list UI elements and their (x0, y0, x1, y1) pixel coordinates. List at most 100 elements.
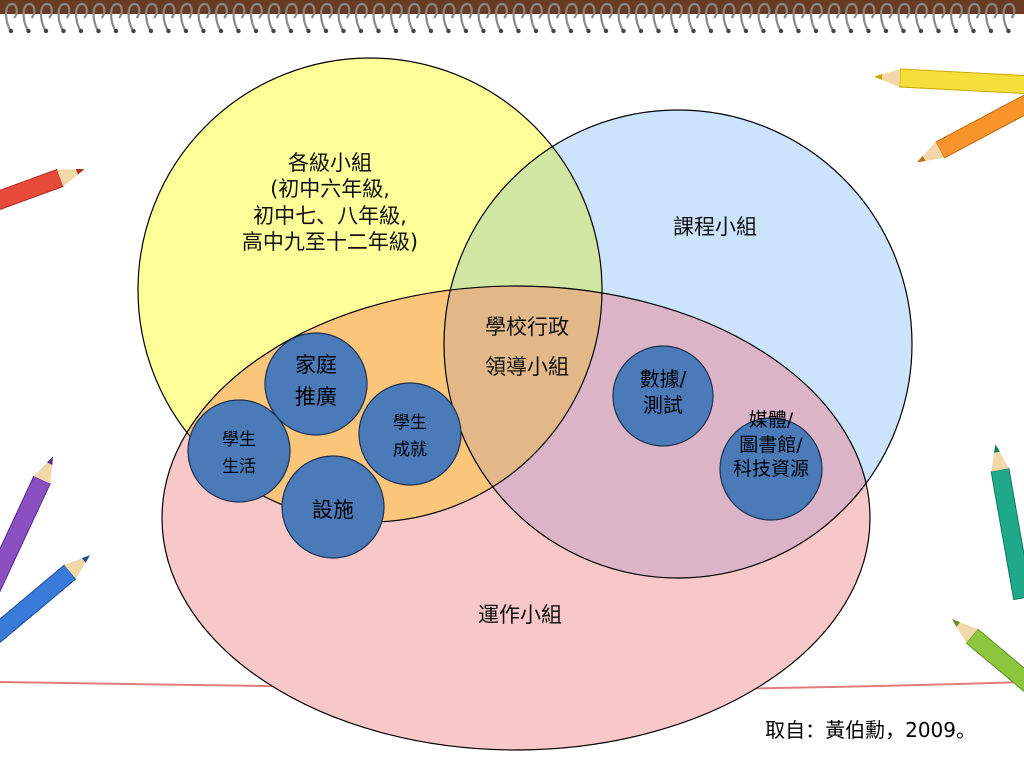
binding-hole (341, 28, 346, 34)
binding-hole (866, 28, 871, 34)
binding-hole (183, 28, 189, 34)
binding-ring (950, 2, 963, 31)
binding-ring (862, 2, 876, 31)
binding-hole (201, 28, 206, 34)
pencil-top-right-yellow (874, 68, 1024, 95)
family-circle (264, 332, 368, 436)
binding-hole (61, 28, 66, 34)
binding-hole (236, 28, 241, 34)
binding-hole (96, 28, 101, 34)
binding-ring (880, 2, 893, 31)
student-life-label: 學生 生活 (222, 430, 256, 478)
binding-ring (617, 2, 631, 31)
binding-ring (565, 2, 578, 31)
binding-ring (845, 2, 858, 31)
binding-ring (215, 2, 228, 31)
binding-hole (673, 28, 679, 34)
binding-hole (516, 28, 521, 34)
binding-ring (600, 2, 613, 31)
pencil-right-green (952, 619, 1024, 702)
pencil-left-blue (0, 555, 90, 651)
binding-ring (127, 2, 141, 31)
binding-ring (180, 2, 193, 31)
spiral-binding (0, 0, 1024, 34)
binding-hole (498, 28, 504, 34)
media-label: 媒體/ 圖書館/ 科技資源 (732, 409, 809, 481)
binding-hole (1006, 28, 1011, 34)
binding-hole (253, 28, 259, 34)
binding-ring (985, 2, 998, 31)
binding-ring (897, 2, 911, 31)
binding-ring (547, 2, 561, 31)
binding-hole (621, 28, 626, 34)
source-citation: 取自：黃伯勳，2009。 (765, 718, 976, 742)
binding-hole (586, 28, 591, 34)
binding-hole (533, 28, 539, 34)
binding-ring (57, 2, 71, 31)
binding-ring (792, 2, 806, 31)
binding-ring (110, 2, 123, 31)
binding-hole (131, 28, 136, 34)
binding-ring (40, 2, 53, 31)
binding-ring (250, 2, 263, 31)
binding-hole (411, 28, 416, 34)
binding-ring (477, 2, 491, 31)
achievement-label: 學生 成就 (393, 413, 427, 461)
binding-ring (512, 2, 526, 31)
binding-ring (145, 2, 158, 31)
grade-groups-label: 各級小組 (初中六年級, 初中七、八年級, 高中九至十二年級) (241, 151, 419, 254)
binding-ring (372, 2, 386, 31)
binding-ring (197, 2, 211, 31)
facilities-label: 設施 (312, 498, 354, 522)
binding-hole (883, 28, 889, 34)
binding-hole (481, 28, 486, 34)
binding-hole (831, 28, 836, 34)
binding-hole (743, 28, 749, 34)
binding-hole (446, 28, 451, 34)
binding-ring (740, 2, 753, 31)
binding-ring (355, 2, 368, 31)
binding-ring (460, 2, 473, 31)
pencil-right-teal (990, 444, 1024, 601)
binding-ring (92, 2, 106, 31)
binding-hole (463, 28, 469, 34)
binding-hole (918, 28, 924, 34)
binding-ring (810, 2, 823, 31)
binding-hole (726, 28, 731, 34)
binding-ring (425, 2, 438, 31)
binding-hole (551, 28, 556, 34)
binding-hole (218, 28, 224, 34)
binding-ring (337, 2, 351, 31)
binding-ring (285, 2, 298, 31)
binding-hole (761, 28, 766, 34)
binding-hole (306, 28, 311, 34)
binding-hole (656, 28, 661, 34)
binding-hole (778, 28, 784, 34)
pencil-left-purple (0, 456, 53, 594)
binding-ring (687, 2, 701, 31)
operations-label: 運作小組 (478, 603, 562, 627)
binding-ring (75, 2, 88, 31)
binding-hole (691, 28, 696, 34)
binding-hole (288, 28, 294, 34)
binding-hole (43, 28, 49, 34)
binding-hole (936, 28, 941, 34)
binding-ring (582, 2, 596, 31)
student-life-circle (187, 399, 291, 503)
binding-hole (796, 28, 801, 34)
binding-ring (932, 2, 946, 31)
binding-ring (162, 2, 176, 31)
facilities-circle (281, 455, 385, 559)
binding-hole (708, 28, 714, 34)
binding-ring (530, 2, 543, 31)
binding-ring (1002, 2, 1016, 31)
binding-ring (267, 2, 281, 31)
binding-ring (722, 2, 736, 31)
binding-hole (953, 28, 959, 34)
binding-ring (232, 2, 246, 31)
binding-ring (967, 2, 981, 31)
binding-ring (320, 2, 333, 31)
binding-hole (971, 28, 976, 34)
binding-ring (390, 2, 403, 31)
